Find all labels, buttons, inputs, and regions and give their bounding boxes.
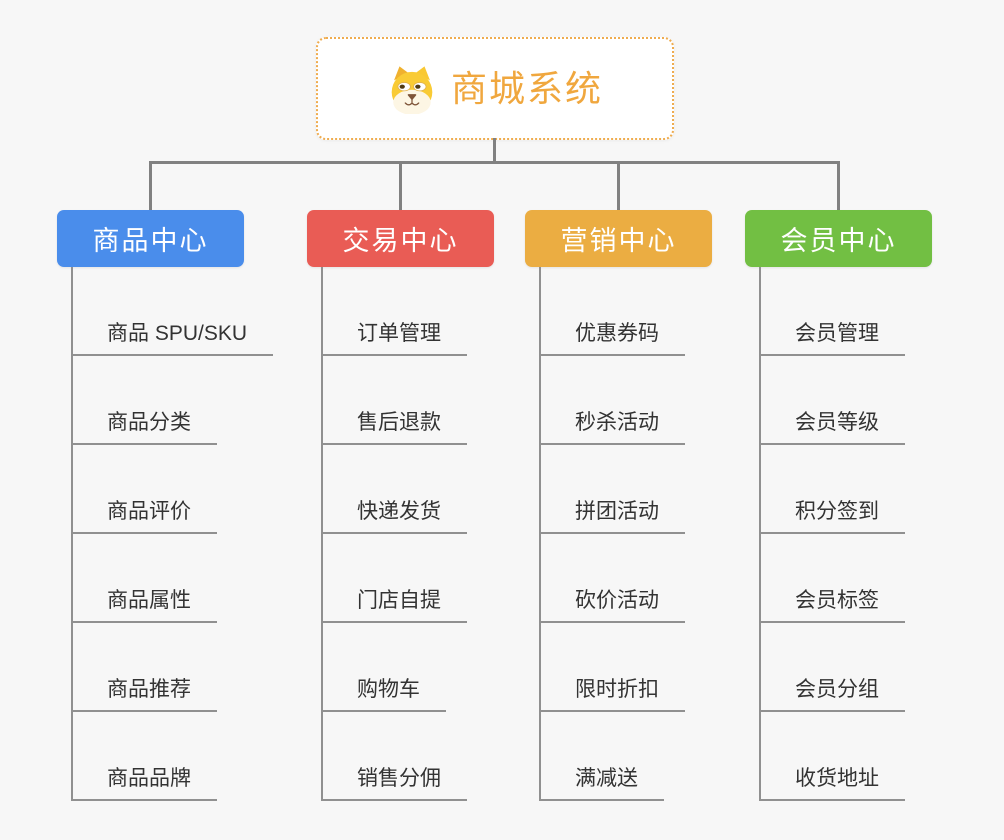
connector-drop-trade bbox=[399, 161, 402, 211]
leaf-topic[interactable]: 商品评价 bbox=[73, 445, 217, 534]
leaf-topic[interactable]: 订单管理 bbox=[323, 267, 467, 356]
branch-member-center: 会员中心 会员管理 会员等级 积分签到 会员标签 会员分组 收货地址 bbox=[745, 210, 932, 801]
leaf-topic[interactable]: 会员标签 bbox=[761, 534, 905, 623]
root-node[interactable]: 商城系统 bbox=[316, 37, 674, 140]
leaf-list-trade: 订单管理 售后退款 快递发货 门店自提 购物车 销售分佣 bbox=[321, 267, 494, 801]
connector-drop-product bbox=[149, 161, 152, 211]
leaf-topic[interactable]: 购物车 bbox=[323, 623, 446, 712]
leaf-topic[interactable]: 砍价活动 bbox=[541, 534, 685, 623]
leaf-list-product: 商品 SPU/SKU 商品分类 商品评价 商品属性 商品推荐 商品品牌 bbox=[71, 267, 273, 801]
leaf-topic[interactable]: 满减送 bbox=[541, 712, 664, 801]
leaf-topic[interactable]: 销售分佣 bbox=[323, 712, 467, 801]
branch-product-center: 商品中心 商品 SPU/SKU 商品分类 商品评价 商品属性 商品推荐 商品品牌 bbox=[57, 210, 273, 801]
leaf-topic[interactable]: 快递发货 bbox=[323, 445, 467, 534]
leaf-topic[interactable]: 商品品牌 bbox=[73, 712, 217, 801]
leaf-topic[interactable]: 积分签到 bbox=[761, 445, 905, 534]
connector-drop-member bbox=[837, 161, 840, 211]
leaf-topic[interactable]: 门店自提 bbox=[323, 534, 467, 623]
branch-box-member-center[interactable]: 会员中心 bbox=[745, 210, 932, 267]
leaf-list-marketing: 优惠券码 秒杀活动 拼团活动 砍价活动 限时折扣 满减送 bbox=[539, 267, 712, 801]
branch-box-trade-center[interactable]: 交易中心 bbox=[307, 210, 494, 267]
leaf-topic[interactable]: 商品推荐 bbox=[73, 623, 217, 712]
leaf-topic[interactable]: 秒杀活动 bbox=[541, 356, 685, 445]
leaf-topic[interactable]: 限时折扣 bbox=[541, 623, 685, 712]
connector-horizontal bbox=[149, 161, 840, 164]
branch-box-product-center[interactable]: 商品中心 bbox=[57, 210, 244, 267]
leaf-topic[interactable]: 会员等级 bbox=[761, 356, 905, 445]
root-title: 商城系统 bbox=[451, 71, 603, 107]
leaf-list-member: 会员管理 会员等级 积分签到 会员标签 会员分组 收货地址 bbox=[759, 267, 932, 801]
doge-icon bbox=[387, 64, 437, 114]
leaf-topic[interactable]: 商品属性 bbox=[73, 534, 217, 623]
connector-drop-marketing bbox=[617, 161, 620, 211]
leaf-topic[interactable]: 商品分类 bbox=[73, 356, 217, 445]
branch-marketing-center: 营销中心 优惠券码 秒杀活动 拼团活动 砍价活动 限时折扣 满减送 bbox=[525, 210, 712, 801]
branch-trade-center: 交易中心 订单管理 售后退款 快递发货 门店自提 购物车 销售分佣 bbox=[307, 210, 494, 801]
leaf-topic[interactable]: 售后退款 bbox=[323, 356, 467, 445]
leaf-topic[interactable]: 优惠券码 bbox=[541, 267, 685, 356]
leaf-topic[interactable]: 会员分组 bbox=[761, 623, 905, 712]
leaf-topic[interactable]: 拼团活动 bbox=[541, 445, 685, 534]
leaf-topic[interactable]: 会员管理 bbox=[761, 267, 905, 356]
branch-box-marketing-center[interactable]: 营销中心 bbox=[525, 210, 712, 267]
leaf-topic[interactable]: 商品 SPU/SKU bbox=[73, 267, 273, 356]
leaf-topic[interactable]: 收货地址 bbox=[761, 712, 905, 801]
